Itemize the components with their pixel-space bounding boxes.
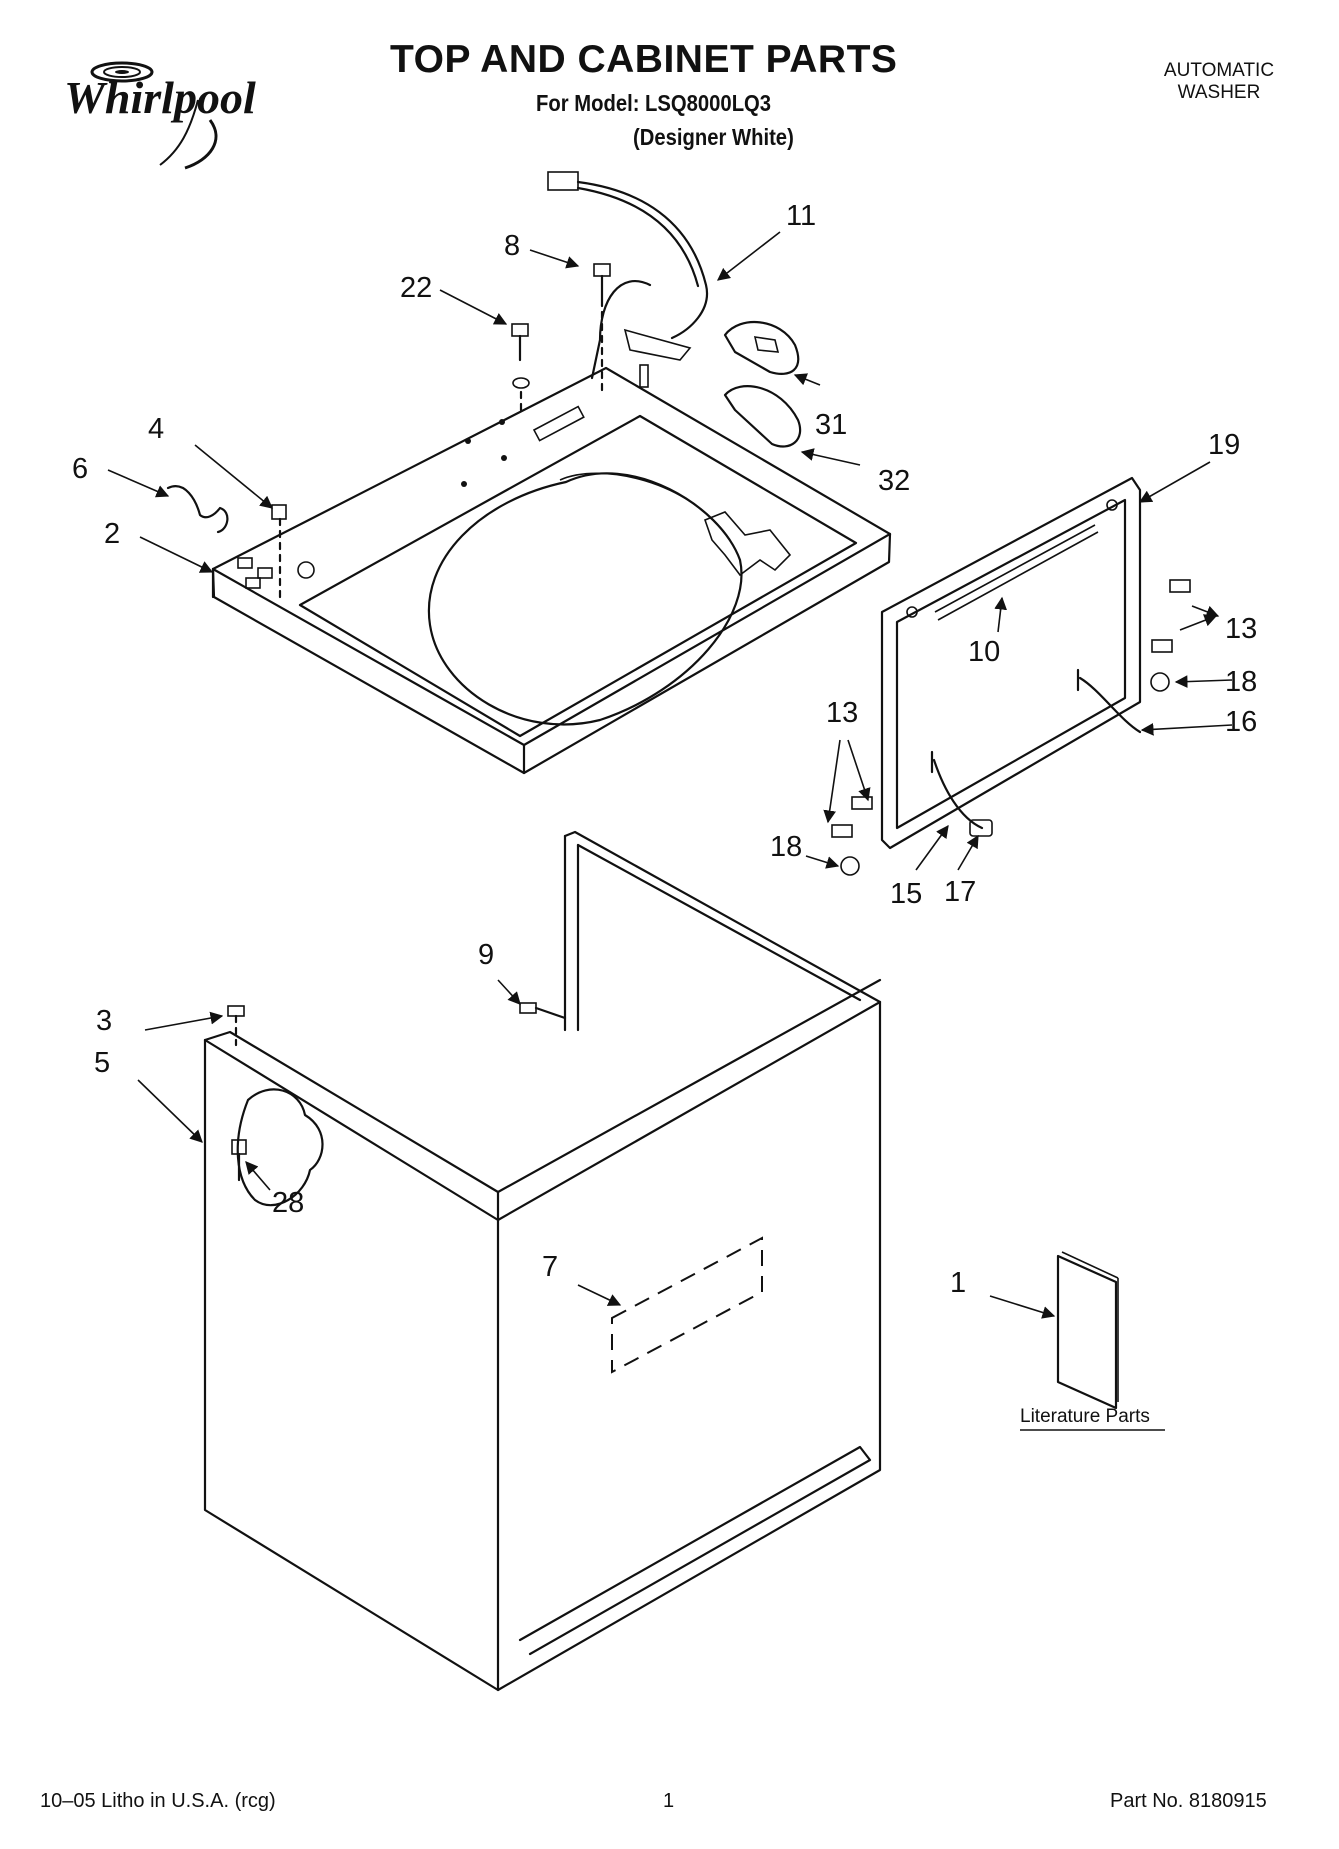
callout-arrows [107, 231, 1233, 1319]
callout-8: 8 [504, 230, 520, 262]
callout-3: 3 [96, 1005, 112, 1037]
callout-labels: 8 22 11 4 6 2 31 32 19 10 13 18 16 13 18… [72, 200, 1257, 1427]
lid-switch-harness [547, 171, 709, 388]
part-number: Part No. 8180915 [1110, 1790, 1267, 1812]
bracket-4 [271, 504, 287, 602]
callout-2: 2 [104, 518, 120, 550]
callout-5: 5 [94, 1047, 110, 1079]
callout-16: 16 [1225, 706, 1257, 738]
dispenser-cups [723, 321, 802, 448]
callout-13-left: 13 [826, 697, 858, 729]
color-variant: (Designer White) [633, 124, 794, 150]
callout-6: 6 [72, 453, 88, 485]
callout-4: 4 [148, 413, 164, 445]
product-type-line2: WASHER [1177, 82, 1261, 103]
washer-lid [880, 476, 1142, 850]
callout-9: 9 [478, 939, 494, 971]
callout-32: 32 [878, 465, 910, 497]
callout-28: 28 [272, 1187, 304, 1219]
literature-parts-label: Literature Parts [1020, 1406, 1150, 1427]
callout-17: 17 [944, 876, 976, 908]
callout-7: 7 [542, 1251, 558, 1283]
page-number: 1 [663, 1790, 675, 1812]
washer-cabinet [203, 830, 882, 1692]
callout-22: 22 [400, 272, 432, 304]
callout-31: 31 [815, 409, 847, 441]
callout-18-right: 18 [1225, 666, 1257, 698]
callout-10: 10 [968, 636, 1000, 668]
brand-logo: Whirlpool [50, 50, 275, 170]
screw-22 [511, 323, 530, 412]
hinge-clip-6 [166, 485, 229, 534]
product-type-line1: AUTOMATIC [1163, 60, 1275, 81]
literature-booklet [1020, 1251, 1165, 1431]
callout-18-left: 18 [770, 831, 802, 863]
product-type: AUTOMATIC WASHER [1158, 60, 1280, 104]
callout-15: 15 [890, 878, 922, 910]
callout-19: 19 [1208, 429, 1240, 461]
whirlpool-swirl-icon: Whirlpool [64, 61, 256, 170]
callout-11: 11 [786, 200, 816, 232]
washer-top-panel [211, 366, 892, 775]
callout-1: 1 [950, 1267, 966, 1299]
screw-8 [593, 263, 611, 392]
callout-13-right: 13 [1225, 613, 1257, 645]
svg-text:Whirlpool: Whirlpool [64, 72, 256, 123]
print-info: 10–05 Litho in U.S.A. (rcg) [40, 1790, 276, 1812]
model-number: For Model: LSQ8000LQ3 [536, 90, 772, 116]
lid-hinges [831, 579, 1191, 876]
page-title: TOP AND CABINET PARTS [390, 38, 898, 81]
